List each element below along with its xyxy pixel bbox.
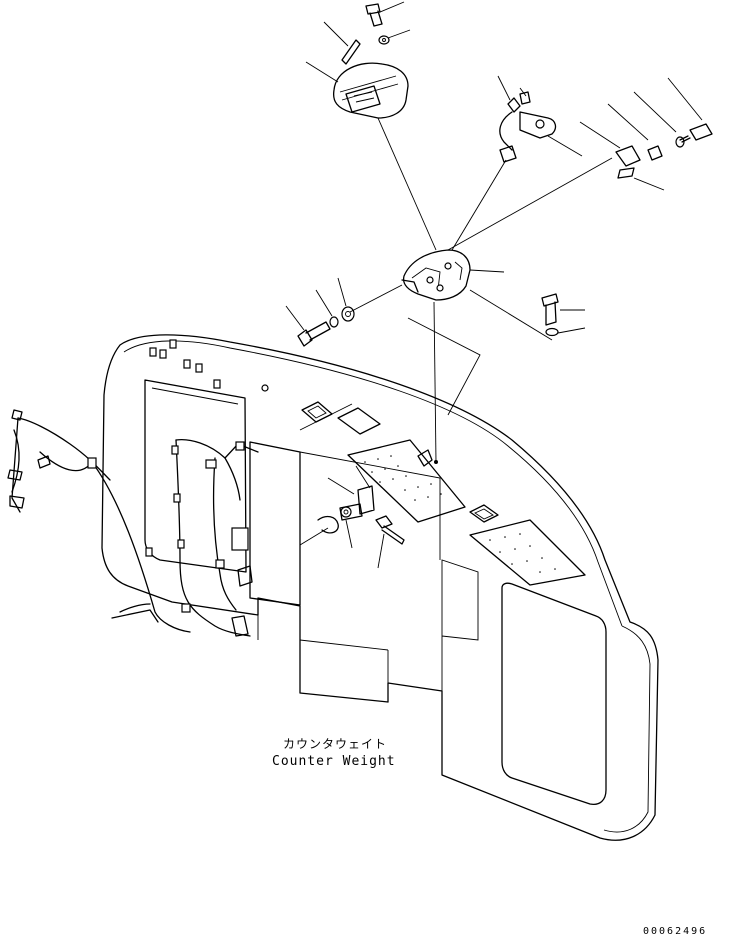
counterweight-label-english: Counter Weight [272, 754, 396, 769]
bolt-washer-right [469, 289, 586, 341]
bolt-washer-left [285, 277, 403, 347]
work-light-assembly [299, 249, 505, 464]
light-bracket-assembly [299, 465, 405, 569]
wiring-harness [7, 409, 259, 637]
top-screw-parts [323, 1, 411, 65]
lamp-bracket-middle [451, 75, 583, 251]
drawing-number: 00062496 [643, 926, 708, 937]
counterweight-label-japanese: カウンタウェイト [283, 737, 388, 751]
pad-texture [364, 455, 556, 573]
counterweight-body [101, 334, 659, 841]
lamp-cover [305, 61, 437, 251]
right-bracket-bolt [447, 77, 713, 251]
